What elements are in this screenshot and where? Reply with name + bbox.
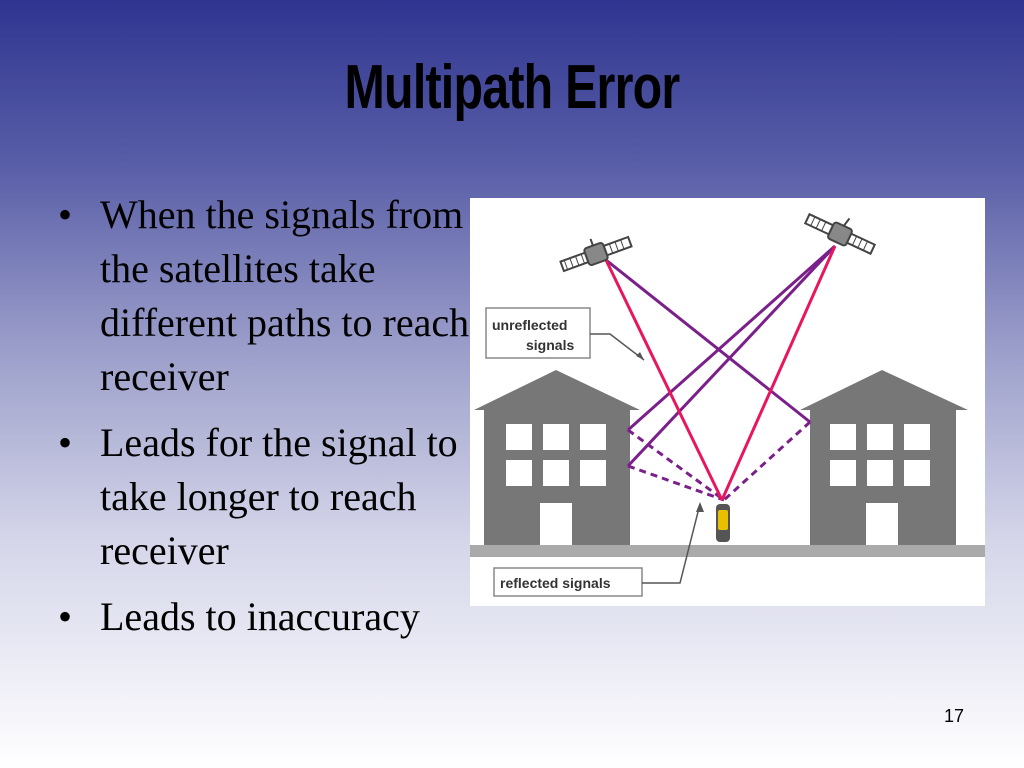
ground — [470, 545, 985, 557]
unreflected-label-line1: unreflected — [492, 317, 567, 333]
multipath-diagram: unreflected signals reflected signals — [470, 198, 985, 606]
bullet-item: • Leads to inaccuracy — [58, 590, 478, 644]
direct-signals — [604, 245, 837, 501]
bullet-list: • When the signals from the satellites ta… — [58, 188, 478, 656]
satellite-icon — [803, 212, 877, 256]
bullet-dot: • — [58, 420, 73, 465]
bullet-dot: • — [58, 594, 73, 639]
bullet-dot: • — [58, 192, 73, 237]
reflected-label-text: reflected signals — [500, 575, 611, 591]
reflected-signals-label: reflected signals — [493, 502, 704, 597]
bullet-text: Leads for the signal to take longer to r… — [100, 420, 458, 573]
reflected-signals — [605, 244, 837, 502]
unreflected-signals-label: unreflected signals — [485, 307, 645, 361]
satellite-icon — [559, 235, 633, 273]
bullet-item: • When the signals from the satellites ta… — [58, 188, 478, 404]
gps-receiver-icon — [716, 504, 730, 542]
left-building — [474, 370, 640, 545]
bullet-text: When the signals from the satellites tak… — [100, 192, 470, 399]
bullet-item: • Leads for the signal to take longer to … — [58, 416, 478, 578]
right-building — [800, 370, 968, 545]
bullet-text: Leads to inaccuracy — [100, 594, 420, 639]
page-number: 17 — [943, 706, 964, 726]
unreflected-label-line2: signals — [526, 337, 574, 353]
slide-title: Multipath Error — [344, 53, 681, 122]
